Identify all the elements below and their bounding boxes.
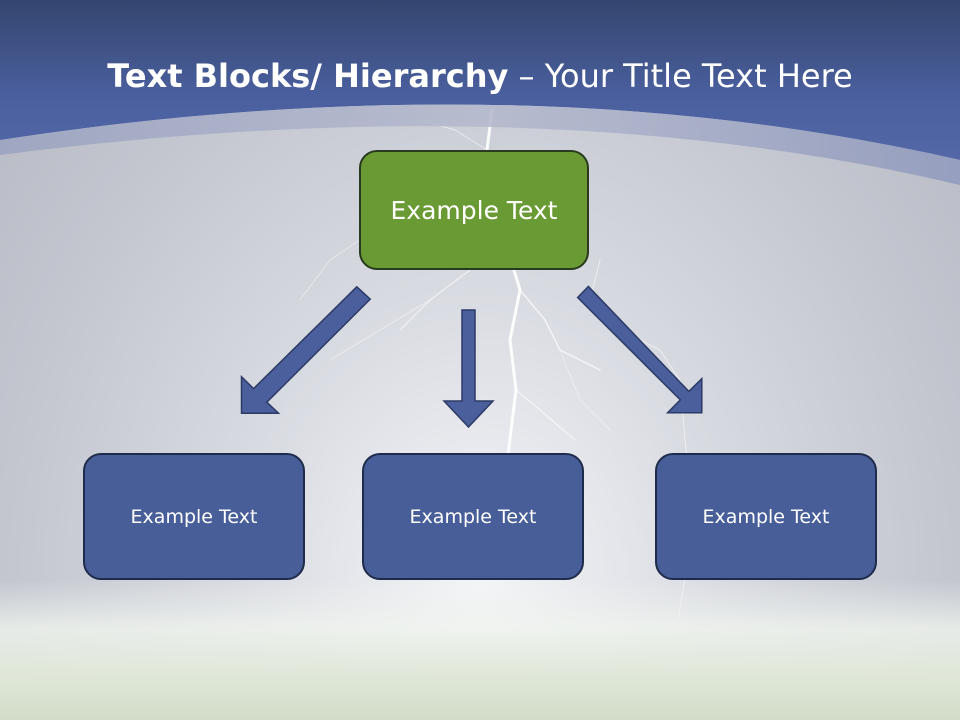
header-swoosh [0,104,960,185]
child-node-right: Example Text [655,453,877,580]
arrow-left [240,285,372,414]
arrow-right [576,285,703,414]
child-node-middle: Example Text [362,453,584,580]
slide-title: Text Blocks/ Hierarchy – Your Title Text… [0,54,960,98]
arrows [240,285,703,429]
child-node-left: Example Text [83,453,305,580]
ground-glow [0,580,960,720]
root-node-label: Example Text [390,195,558,225]
header-band [0,0,960,160]
child-node-label: Example Text [130,505,258,528]
root-node: Example Text [359,150,589,270]
title-bold: Text Blocks/ Hierarchy [107,57,509,95]
title-normal: – Your Title Text Here [508,57,853,95]
child-node-label: Example Text [409,505,537,528]
arrow-down [442,309,495,429]
child-node-label: Example Text [702,505,830,528]
